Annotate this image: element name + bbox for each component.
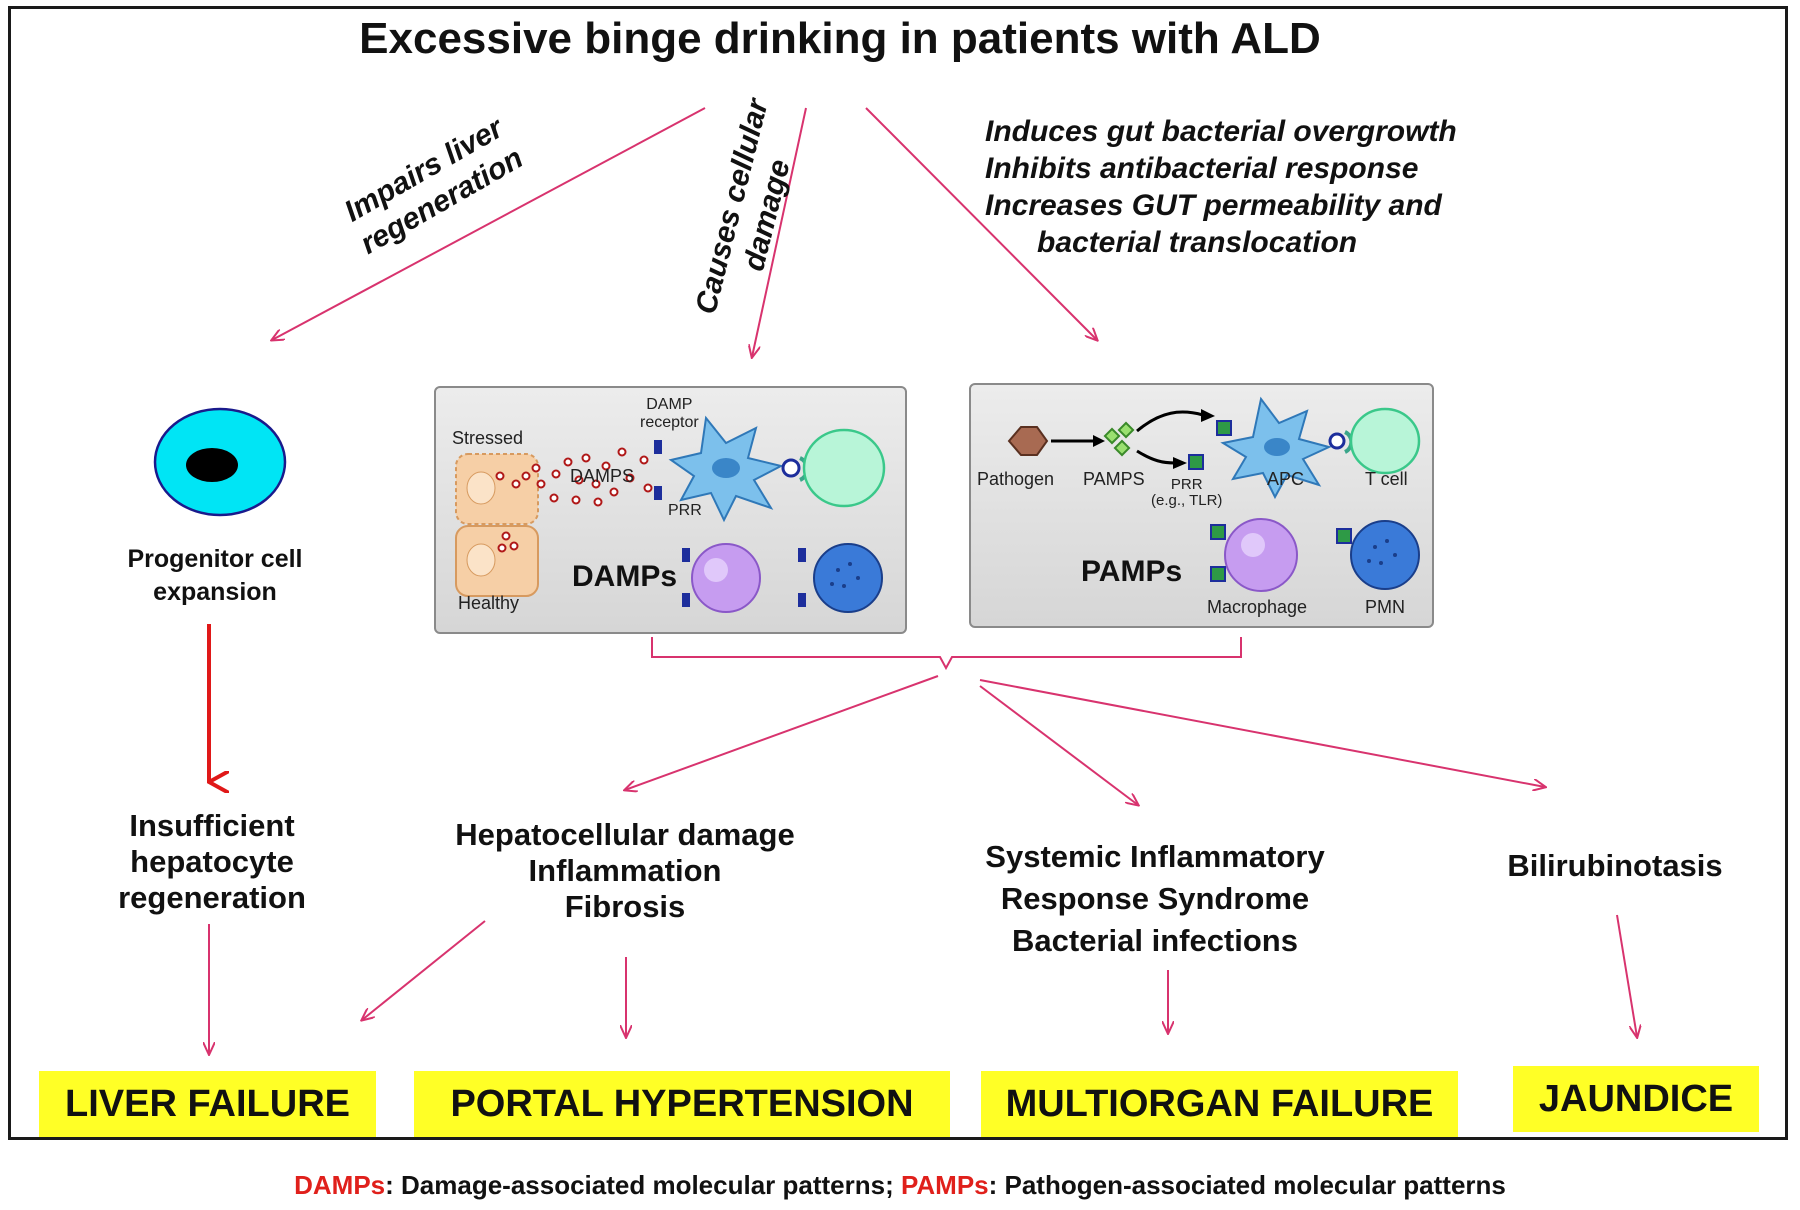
- bracket-panels: [651, 637, 1242, 671]
- sirs-line1: Systemic Inflammatory: [985, 839, 1325, 874]
- label-stressed: Stressed: [452, 428, 524, 448]
- label-damp-receptor-line1: DAMP: [646, 396, 693, 413]
- diagram-title: Excessive binge drinking in patients wit…: [359, 14, 1321, 63]
- bilirubinotasis: Bilirubinotasis: [1507, 848, 1723, 883]
- arrow-bili-to-jaundice: [1616, 914, 1637, 1037]
- effect-overgrowth: Induces gut bacterial overgrowth: [985, 115, 1457, 148]
- outcome-jaundice: JAUNDICE: [1513, 1066, 1759, 1132]
- label-tcell: T cell: [1365, 469, 1408, 489]
- arrow-title-to-pamps: [865, 107, 1097, 340]
- regen-line3: regeneration: [118, 880, 306, 915]
- progenitor-line1: Progenitor cell: [127, 545, 303, 573]
- damps-illustration: [455, 415, 886, 613]
- label-damps-small: DAMPS: [570, 466, 635, 486]
- arrow-title-to-progenitor: [272, 107, 706, 340]
- outcome-multiorgan-failure: MULTIORGAN FAILURE: [981, 1071, 1458, 1137]
- footnote-damps-def: : Damage-associated molecular patterns;: [385, 1170, 901, 1200]
- arrow-bracket-to-bili: [979, 679, 1545, 787]
- label-apc: APC: [1267, 469, 1305, 489]
- label-damp-receptor-line2: receptor: [640, 414, 699, 431]
- footnote-pamps-term: PAMPs: [900, 1170, 989, 1200]
- label-pathogen: Pathogen: [977, 469, 1055, 489]
- label-prr-example: (e.g., TLR): [1151, 492, 1223, 509]
- sirs-line3: Bacterial infections: [1012, 923, 1298, 958]
- systemic-inflammatory: Systemic Inflammatory Response Syndrome …: [920, 836, 1390, 962]
- effect-antibacterial: Inhibits antibacterial response: [985, 152, 1419, 185]
- pamps-illustration: [1007, 396, 1421, 592]
- progenitor-cell-icon: [153, 407, 287, 517]
- pamps-panel-label: PAMPs: [1081, 555, 1183, 588]
- effect-permeability: Increases GUT permeability and: [985, 189, 1442, 222]
- hepatocellular-damage: Hepatocellular damage Inflammation Fibro…: [405, 817, 845, 925]
- progenitor-label: Progenitor cell expansion: [90, 543, 340, 609]
- label-healthy: Healthy: [458, 593, 520, 613]
- label-pamps-prr: PRR: [1170, 476, 1203, 493]
- footnote: DAMPs: Damage-associated molecular patte…: [0, 1170, 1800, 1201]
- regen-line1: Insufficient: [129, 808, 295, 843]
- arrow-bracket-to-hepato: [625, 675, 939, 790]
- label-pamps-small: PAMPS: [1083, 469, 1145, 489]
- arrow-bracket-to-sirs: [979, 685, 1138, 805]
- footnote-pamps-def: : Pathogen-associated molecular patterns: [988, 1170, 1506, 1200]
- hepato-line3: Fibrosis: [564, 889, 686, 924]
- arrow-hepato-to-liver-failure: [362, 920, 486, 1020]
- label-prr-tlr: PRR (e.g., TLR): [1151, 477, 1222, 509]
- pamps-panel: Pathogen PAMPS PRR (e.g., TLR) APC T cel…: [969, 383, 1434, 628]
- outcome-portal-hypertension: PORTAL HYPERTENSION: [414, 1071, 950, 1137]
- label-macrophage: Macrophage: [1207, 597, 1308, 617]
- damps-panel: Stressed Healthy DAMP receptor DAMPS PRR…: [434, 386, 907, 634]
- arrow-title-to-damps: [752, 107, 807, 357]
- gut-effects-list: Induces gut bacterial overgrowth Inhibit…: [985, 113, 1457, 261]
- regen-line2: hepatocyte: [130, 844, 294, 879]
- insufficient-regeneration: Insufficient hepatocyte regeneration: [72, 808, 352, 916]
- footnote-damps-term: DAMPs: [294, 1170, 386, 1200]
- effect-translocation: bacterial translocation: [1037, 226, 1358, 259]
- label-damps-prr: PRR: [668, 502, 702, 519]
- diagram-frame: [8, 6, 1788, 1140]
- hepato-line2: Inflammation: [528, 853, 722, 888]
- label-pmn: PMN: [1365, 597, 1405, 617]
- sirs-line2: Response Syndrome: [1000, 881, 1310, 916]
- hepato-line1: Hepatocellular damage: [455, 817, 795, 852]
- outcome-liver-failure: LIVER FAILURE: [39, 1071, 376, 1137]
- label-damp-receptor: DAMP receptor: [640, 396, 699, 432]
- progenitor-line2: expansion: [153, 578, 277, 606]
- damps-panel-label: DAMPs: [572, 560, 678, 593]
